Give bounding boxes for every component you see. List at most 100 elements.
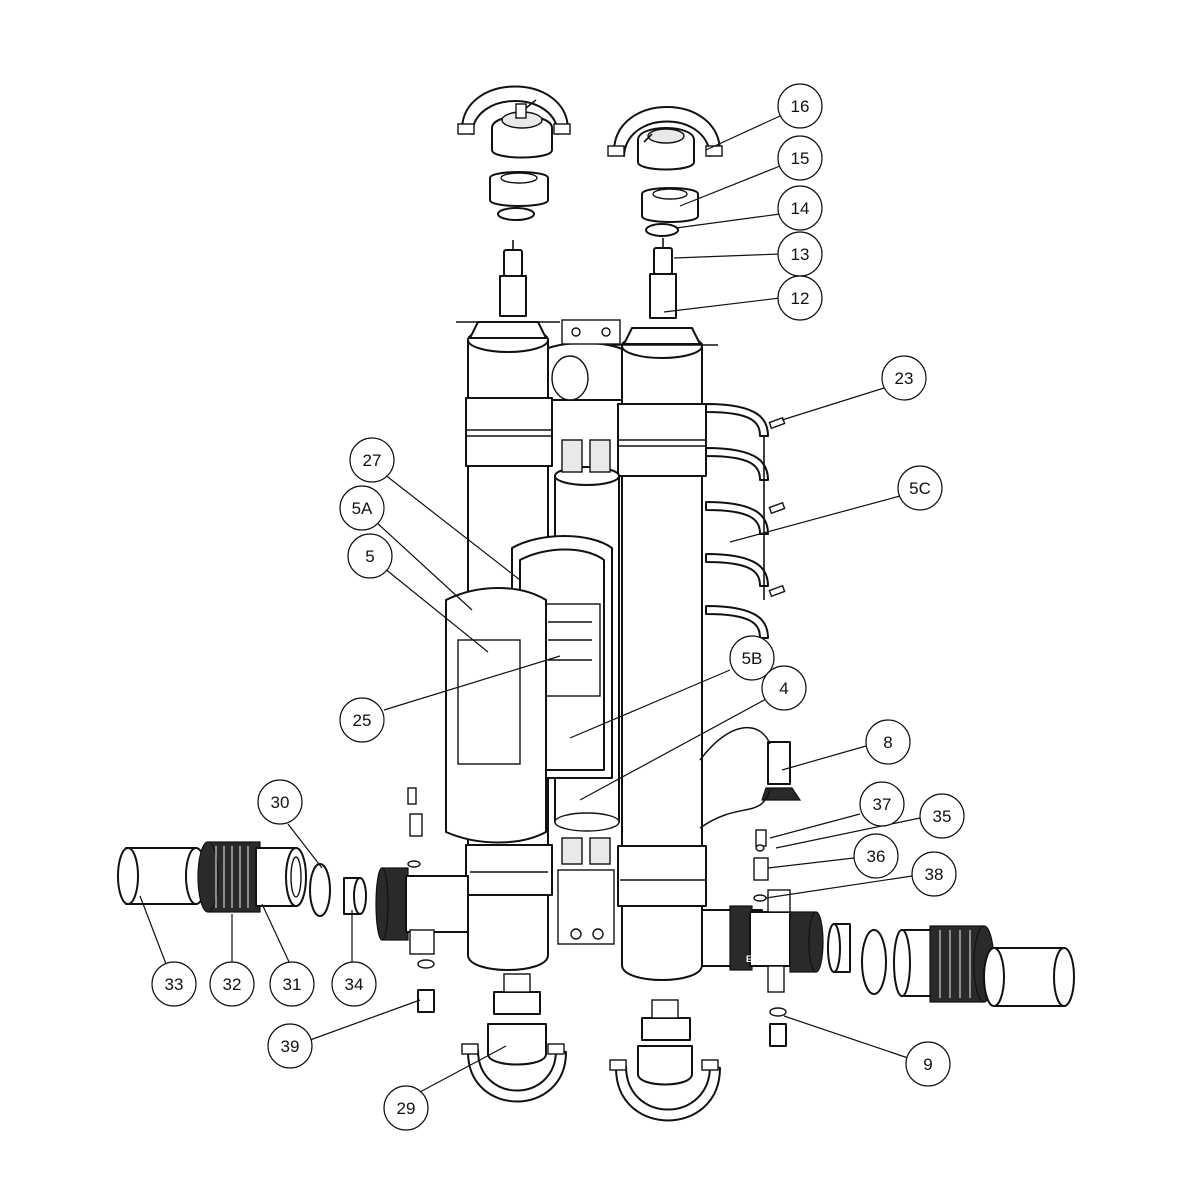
callout-label-8: 8 [883,733,892,752]
leader-5B [569,669,731,739]
o-ring-left [497,207,535,221]
callout-label-12: 12 [791,289,810,308]
top-cap-left [491,99,553,159]
bottom-clamp-left [461,1043,567,1103]
electrode-rod-right [649,238,677,319]
left-inlet-housing [375,867,469,955]
callout-label-5A: 5A [352,499,373,518]
callout-label-14: 14 [791,199,810,218]
callout-label-36: 36 [867,847,886,866]
callout-circle-35 [919,793,965,839]
leader-29 [419,1045,507,1093]
mounting-plate [557,869,615,945]
callout-layer: 16 15 14 13 12 23 5C 27 5A 5 25 5B 4 8 3… [139,83,965,1131]
bottom-cap-left [487,973,547,1066]
washer-9 [769,1007,787,1017]
callout-label-9: 9 [923,1055,932,1074]
leader-30 [287,823,323,869]
callout-label-4: 4 [779,679,788,698]
callout-label-32: 32 [223,975,242,994]
leader-4 [579,697,769,801]
callout-circle-33 [151,961,197,1007]
leader-35 [775,817,921,849]
o-ring-30 [309,863,331,917]
leader-37 [769,813,861,839]
leader-36 [767,857,855,869]
callout-label-13: 13 [791,245,810,264]
callout-circle-16 [777,83,823,129]
leader-16 [705,115,781,151]
chamber-right [610,327,718,981]
electrode-rod-left [499,240,527,317]
callout-circle-5A [339,485,385,531]
callout-label-29: 29 [397,1099,416,1118]
plug-39 [417,989,435,1013]
display-cover [445,587,547,844]
callout-label-39: 39 [281,1037,300,1056]
leader-8 [781,745,867,771]
o-ring-right-union [861,929,887,995]
callout-circle-5C [897,465,943,511]
callout-circle-27 [349,437,395,483]
callout-circle-23 [881,355,927,401]
callout-circle-4 [761,665,807,711]
callout-circle-25 [339,697,385,743]
right-outlet-housing: ELECRO [701,889,824,993]
leader-14 [675,213,781,229]
screws-23 [768,416,786,598]
bottom-clamp-right [609,1059,721,1122]
leader-38 [765,875,913,899]
leader-9 [783,1015,909,1059]
callout-circle-5 [347,533,393,579]
callout-label-5: 5 [365,547,374,566]
plug-right [769,1023,787,1047]
top-clamp-left [457,85,571,135]
sensor-fittings [753,829,769,902]
union-body-right [893,929,933,997]
callout-label-34: 34 [345,975,364,994]
insulation-ring-left [489,171,549,207]
callout-label-5C: 5C [909,479,931,498]
callout-circle-32 [209,961,255,1007]
callout-circle-9 [905,1041,951,1087]
callout-label-5B: 5B [742,649,763,668]
callout-circle-31 [269,961,315,1007]
washer-left [417,959,435,969]
connecting-pipe-top [537,342,631,401]
union-nut-32 [197,841,261,913]
callout-circle-36 [853,833,899,879]
callout-circle-39 [267,1023,313,1069]
top-bracket [561,319,621,345]
insulation-ring-right [641,187,699,223]
flow-switch [699,726,802,829]
top-clamp-right [607,106,723,157]
leader-13 [673,253,781,259]
leader-27 [383,473,521,581]
callout-label-23: 23 [895,369,914,388]
leader-5C [729,495,901,543]
tail-piece-right [983,947,1075,1007]
callout-circle-38 [911,851,957,897]
bottom-cap-right [637,999,693,1086]
sleeve-right [827,923,851,973]
callout-label-27: 27 [363,451,382,470]
callout-circle-15 [777,135,823,181]
leader-12 [663,297,781,313]
leader-5 [383,567,489,653]
callout-label-15: 15 [791,149,810,168]
callout-label-33: 33 [165,975,184,994]
side-shield-set [705,403,769,639]
callout-circle-29 [383,1085,429,1131]
top-cap-right [637,127,695,171]
sensor-pins-left [407,787,423,868]
callout-circle-8 [865,719,911,765]
callout-label-16: 16 [791,97,810,116]
callout-label-31: 31 [283,975,302,994]
leader-31 [261,903,291,965]
tail-piece-33 [117,847,207,905]
callout-label-37: 37 [873,795,892,814]
callout-circle-14 [777,185,823,231]
leader-5A [375,521,473,611]
callout-circle-5B [729,635,775,681]
